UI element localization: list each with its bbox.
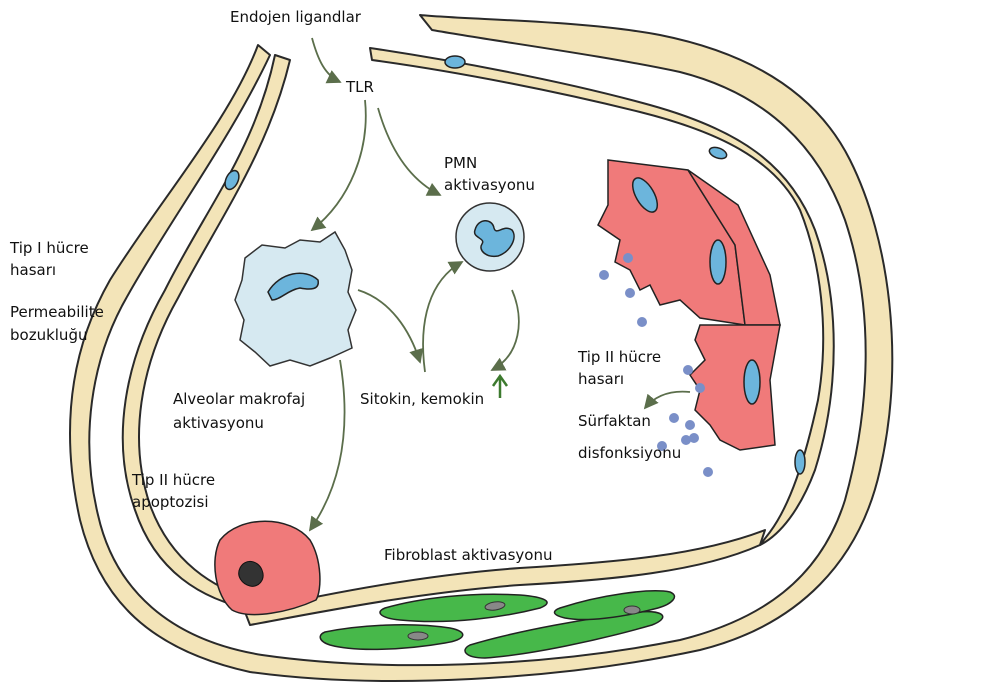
type2-nucleus	[710, 240, 726, 284]
label-tip1-2: hasarı	[10, 261, 56, 279]
label-sitokin: Sitokin, kemokin	[360, 390, 484, 408]
fibroblast	[320, 625, 462, 650]
label-surfaktan-1: Sürfaktan	[578, 412, 651, 430]
label-makrofaj-2: aktivasyonu	[173, 414, 264, 432]
arrow-surfaktan	[645, 392, 690, 408]
fibroblast-nucleus	[408, 632, 428, 640]
label-endojen: Endojen ligandlar	[230, 8, 362, 26]
label-tip2-hasar-1: Tip II hücre	[577, 348, 661, 366]
arrow-tlr-macrophage	[312, 100, 366, 230]
arrow-pmn-sitokin	[492, 290, 519, 370]
endothelial-nucleus	[445, 56, 465, 68]
label-tip1-3: Permeabilite	[10, 303, 104, 321]
label-surfaktan-2: disfonksiyonu	[578, 444, 681, 462]
arrow-tlr-pmn	[378, 108, 440, 195]
alveolar-macrophage	[235, 232, 356, 366]
fibroblast-nucleus	[624, 606, 640, 614]
arrow-macrophage-apoptoz	[310, 360, 345, 530]
endothelial-nucleus	[795, 450, 805, 474]
label-tlr: TLR	[345, 78, 374, 96]
arrow-macrophage-sitokin	[358, 290, 420, 362]
type2-nucleus	[744, 360, 760, 404]
endothelial-nucleus	[708, 145, 728, 161]
label-tip1-1: Tip I hücre	[9, 239, 89, 257]
label-tip1-4: bozukluğu	[10, 326, 87, 344]
label-apoptoz-1: Tip II hücre	[131, 471, 215, 489]
arrow-endojen-tlr	[312, 38, 340, 82]
label-fibroblast: Fibroblast aktivasyonu	[384, 546, 552, 564]
arrow-sitokin-pmn	[423, 262, 462, 372]
type2-cell	[598, 160, 745, 325]
label-pmn: PMN	[444, 154, 477, 172]
up-arrow-increase	[493, 376, 507, 398]
label-apoptoz-2: apoptozisi	[132, 493, 209, 511]
label-makrofaj-1: Alveolar makrofaj	[173, 390, 305, 408]
apoptotic-type2-cell	[215, 521, 320, 614]
label-pmn-aktivasyonu: aktivasyonu	[444, 176, 535, 194]
label-tip2-hasar-2: hasarı	[578, 370, 624, 388]
